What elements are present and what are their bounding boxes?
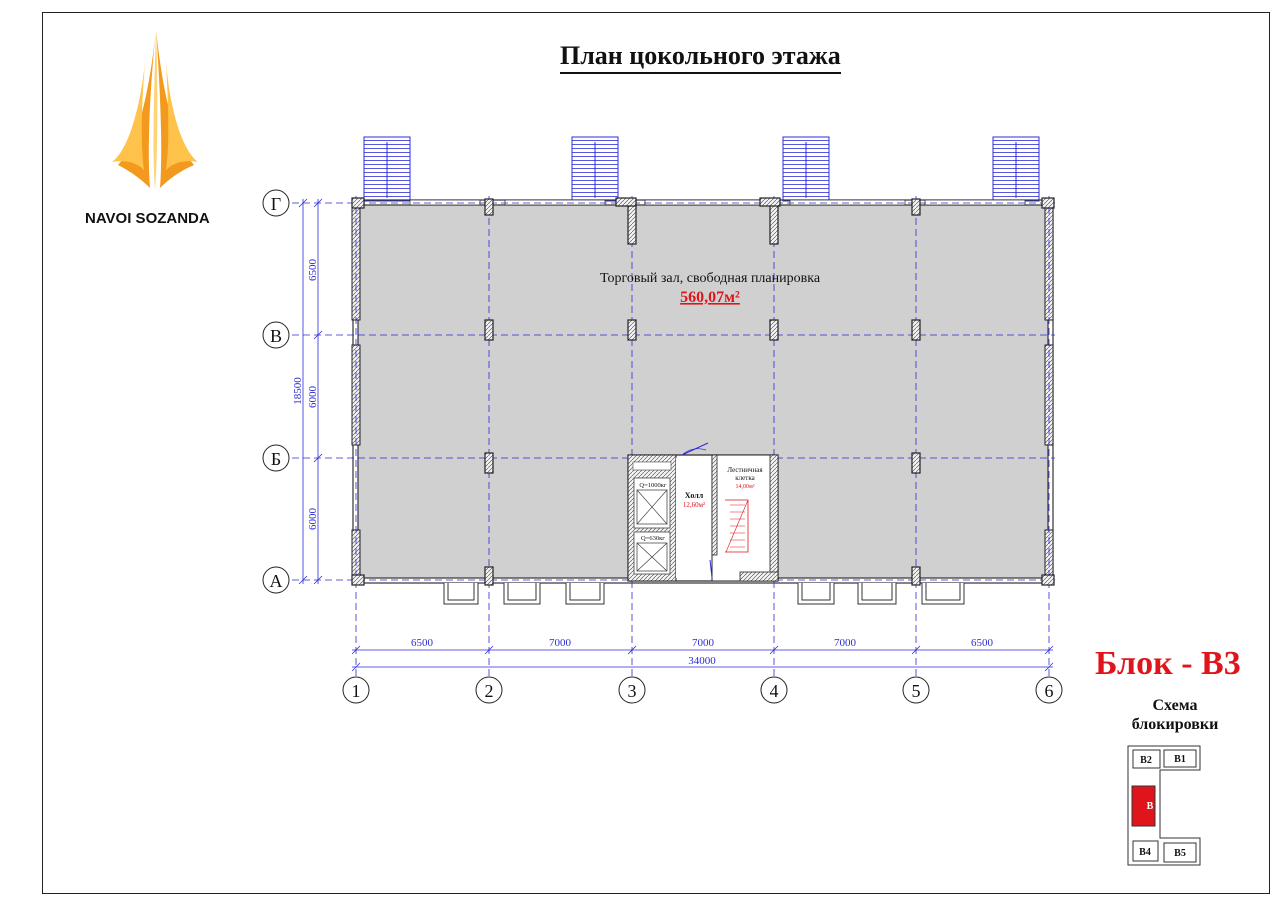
elevator-2-capacity: Q=630кг — [641, 535, 665, 542]
columns — [351, 197, 1055, 586]
scheme-label-b5: В5 — [1174, 848, 1186, 859]
drawing-frame — [42, 12, 1270, 894]
axis-markers: 1 2 3 4 5 6 Г В Б А — [262, 189, 1063, 704]
scheme-label-b3: В — [1147, 801, 1154, 812]
scheme-title-line1: Схема — [1152, 697, 1198, 714]
dim-x-total: 34000 — [688, 655, 716, 667]
scheme-title-line2: блокировки — [1131, 716, 1219, 733]
page-title: План цокольного этажа — [560, 41, 841, 74]
stair-name-2: клетка — [735, 474, 755, 482]
dimension-lines-x — [351, 645, 1054, 672]
axis-label-5: 5 — [912, 681, 921, 701]
block-label: Блок - В3 — [1095, 645, 1241, 682]
dim-x-3: 7000 — [692, 637, 715, 649]
axis-grid — [292, 196, 1055, 676]
building-core — [627, 442, 779, 582]
axis-label-1: 1 — [352, 681, 361, 701]
bay-windows — [443, 583, 965, 605]
scheme-label-b1: В1 — [1174, 754, 1186, 765]
top-windows — [409, 199, 1026, 206]
axis-label-3: 3 — [628, 681, 637, 701]
outer-stair-4 — [992, 136, 1040, 202]
outer-stair-3 — [782, 136, 830, 202]
axis-label-6: 6 — [1045, 681, 1054, 701]
dim-x-1: 6500 — [411, 637, 434, 649]
scheme-label-b4: В4 — [1139, 847, 1151, 858]
lobby-area: 12,60м² — [683, 501, 705, 509]
axis-label-4: 4 — [770, 681, 779, 701]
company-name: NAVOI SOZANDA — [85, 210, 210, 227]
axis-label-a: А — [270, 571, 283, 591]
elevator-1-capacity: Q=1000кг — [639, 482, 667, 489]
outer-stair-2 — [571, 136, 619, 202]
hall-name: Торговый зал, свободная планировка — [600, 271, 821, 286]
scheme-label-b2: В2 — [1140, 755, 1152, 766]
axis-label-2: 2 — [485, 681, 494, 701]
hall-area: 560,07м² — [680, 289, 740, 306]
dim-x-4: 7000 — [834, 637, 857, 649]
blocking-scheme: В2 В1 В В4 В5 — [1127, 745, 1201, 866]
dim-y-1: 6500 — [307, 259, 319, 282]
stair-name-1: Лестничная — [727, 466, 763, 474]
stair-area: 14,00м² — [735, 484, 754, 490]
dim-y-2: 6000 — [307, 386, 319, 409]
scheme-title: Схема блокировки — [1110, 696, 1240, 734]
dim-y-3: 6000 — [307, 508, 319, 531]
dim-x-2: 7000 — [549, 637, 572, 649]
company-logo — [112, 30, 198, 190]
axis-label-b: Б — [271, 449, 281, 469]
outer-stair-1 — [363, 136, 411, 202]
axis-label-g: Г — [271, 194, 281, 214]
dim-y-total: 18500 — [292, 377, 304, 405]
lobby-name: Холл — [685, 491, 704, 500]
dim-x-5: 6500 — [971, 637, 994, 649]
axis-label-v: В — [270, 326, 282, 346]
dimension-lines-y — [298, 198, 323, 585]
